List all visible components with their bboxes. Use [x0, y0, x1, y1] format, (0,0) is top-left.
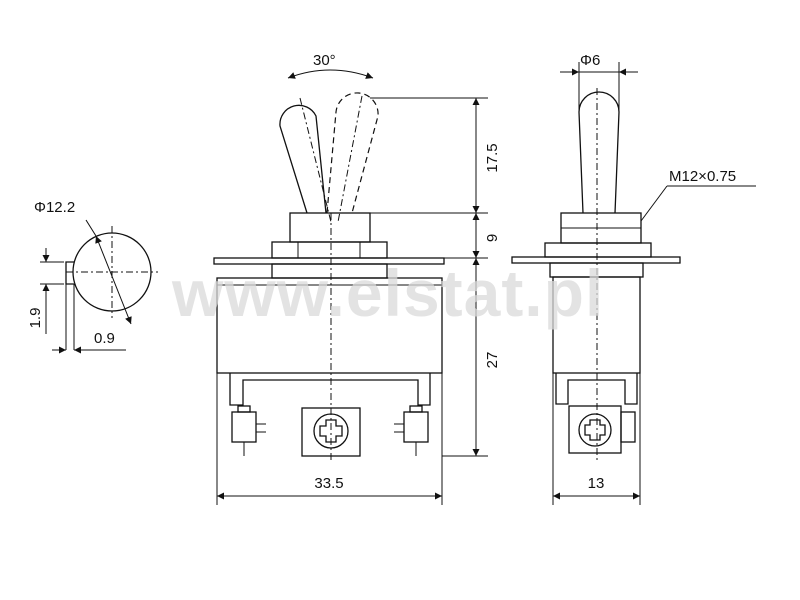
switch-body: [216, 277, 443, 374]
body-width-label: 33.5: [314, 475, 343, 492]
terminal-right: [394, 405, 429, 456]
lever-alternate: [326, 92, 379, 214]
locking-ring-view: [40, 219, 158, 354]
watermark-text: www.elstat.pl: [171, 256, 604, 330]
lever-diameter-label: Φ6: [580, 52, 600, 69]
lever-height-label: 17.5: [484, 143, 501, 172]
locking-ring-tab: [65, 261, 74, 285]
bushing-height-label: 9: [484, 234, 501, 242]
front-view: [213, 69, 488, 505]
ring-tab-width-label: 0.9: [94, 330, 115, 347]
body-depth-label: 13: [588, 475, 605, 492]
angle-arc: [287, 69, 374, 79]
body-height-label: 27: [484, 352, 501, 369]
lever-solid: [279, 104, 327, 214]
ring-tab-height-label: 1.9: [27, 308, 44, 329]
side-view: [511, 62, 756, 505]
thread-label: M12×0.75: [669, 168, 736, 185]
ring-diameter-label: Φ12.2: [34, 199, 75, 216]
angle-label: 30°: [313, 52, 336, 69]
terminal-left: [231, 405, 266, 456]
side-lever: [578, 91, 620, 214]
